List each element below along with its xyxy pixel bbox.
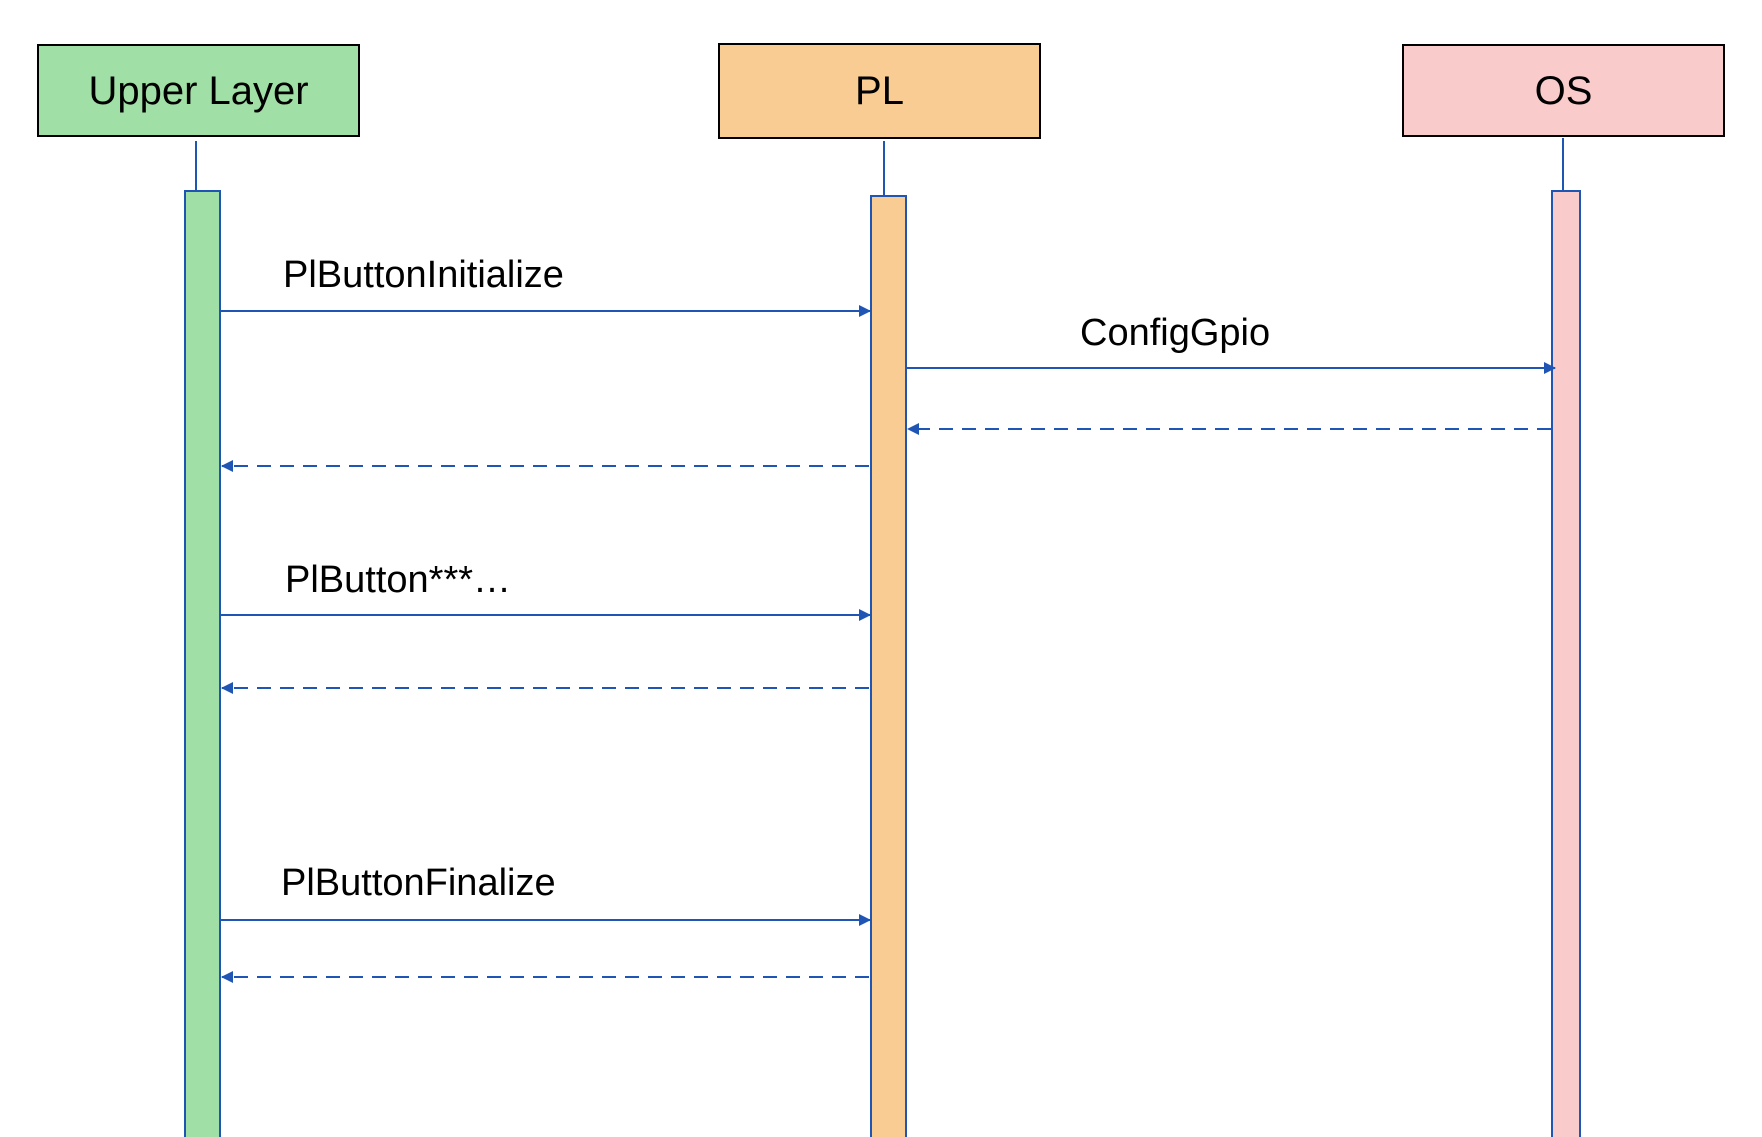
participant-upper-layer: Upper Layer bbox=[37, 44, 360, 137]
participant-os: OS bbox=[1402, 44, 1725, 137]
message-label: PlButtonFinalize bbox=[281, 862, 556, 904]
participant-os-box bbox=[1402, 44, 1725, 137]
participant-pl: PL bbox=[718, 43, 1041, 139]
message-label: PlButtonInitialize bbox=[283, 254, 564, 296]
activation-bar-pl bbox=[870, 195, 907, 1137]
activation-bar-os bbox=[1551, 190, 1581, 1137]
participant-upper-layer-box bbox=[37, 44, 360, 137]
message-pl-button-initialize: PlButtonInitialize bbox=[221, 254, 871, 317]
participant-upper-layer-label: Upper Layer bbox=[88, 69, 308, 113]
activation-bar-upper-layer bbox=[184, 190, 221, 1137]
message-config-gpio: ConfigGpio bbox=[906, 312, 1556, 374]
participant-os-label: OS bbox=[1535, 69, 1593, 113]
participant-pl-box bbox=[718, 43, 1041, 139]
message-label: ConfigGpio bbox=[1080, 312, 1270, 354]
participant-pl-label: PL bbox=[855, 69, 904, 113]
message-label: PlButton***… bbox=[285, 559, 511, 601]
message-pl-button-other: PlButton***… bbox=[221, 559, 871, 621]
message-pl-button-finalize: PlButtonFinalize bbox=[221, 862, 871, 926]
